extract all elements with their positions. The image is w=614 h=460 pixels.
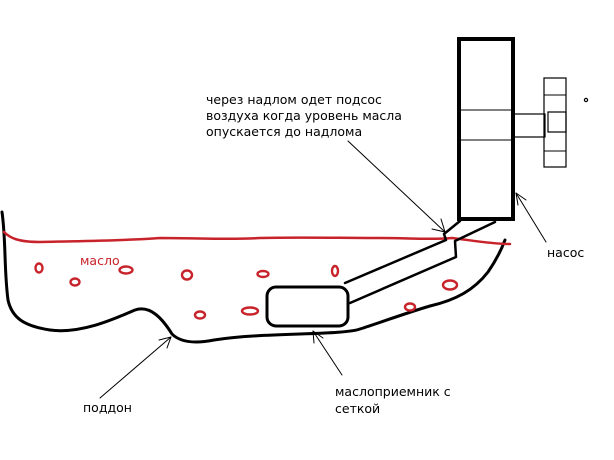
oil-bubble <box>330 264 340 278</box>
oil-intake-pipe <box>343 219 497 305</box>
oil-pan-outline <box>0 210 507 344</box>
oil-bubble <box>34 262 44 274</box>
pointer-arrows <box>99 140 547 399</box>
pan-label: поддон <box>83 400 132 415</box>
arrow-note <box>347 140 446 233</box>
oil-bubble <box>118 265 134 275</box>
pump-label: насос <box>547 245 585 260</box>
note-line-3: опускается до надлома <box>206 124 363 139</box>
pump-body <box>457 37 515 221</box>
oil-bubbles <box>34 262 459 320</box>
arrow-pump <box>515 192 547 243</box>
arrow-pickup <box>312 330 343 376</box>
note-line-2: воздуха когда уровень масла <box>206 108 402 123</box>
pickup-label-line-1: маслоприемник с <box>335 384 451 399</box>
pickup-label-line-2: сеткой <box>335 401 381 416</box>
oil-pump <box>457 37 589 221</box>
oil-bubble <box>180 269 194 281</box>
oil-bubble <box>403 302 417 312</box>
oil-bubble <box>441 279 459 291</box>
oil-level-line <box>2 230 512 246</box>
arrow-pan <box>99 336 172 399</box>
pump-dot <box>583 97 589 103</box>
oil-bubble <box>240 306 260 316</box>
pump-shaft <box>512 113 546 138</box>
pump-hub <box>547 111 567 133</box>
oil-bubble <box>256 269 270 279</box>
oil-bubble <box>193 310 207 320</box>
oil-bubble <box>69 277 81 287</box>
oil-label: масло <box>80 253 120 268</box>
oil-pickup-strainer <box>265 285 350 328</box>
note-line-1: через надлом одет подсос <box>206 92 382 107</box>
pump-pulley <box>543 77 567 168</box>
